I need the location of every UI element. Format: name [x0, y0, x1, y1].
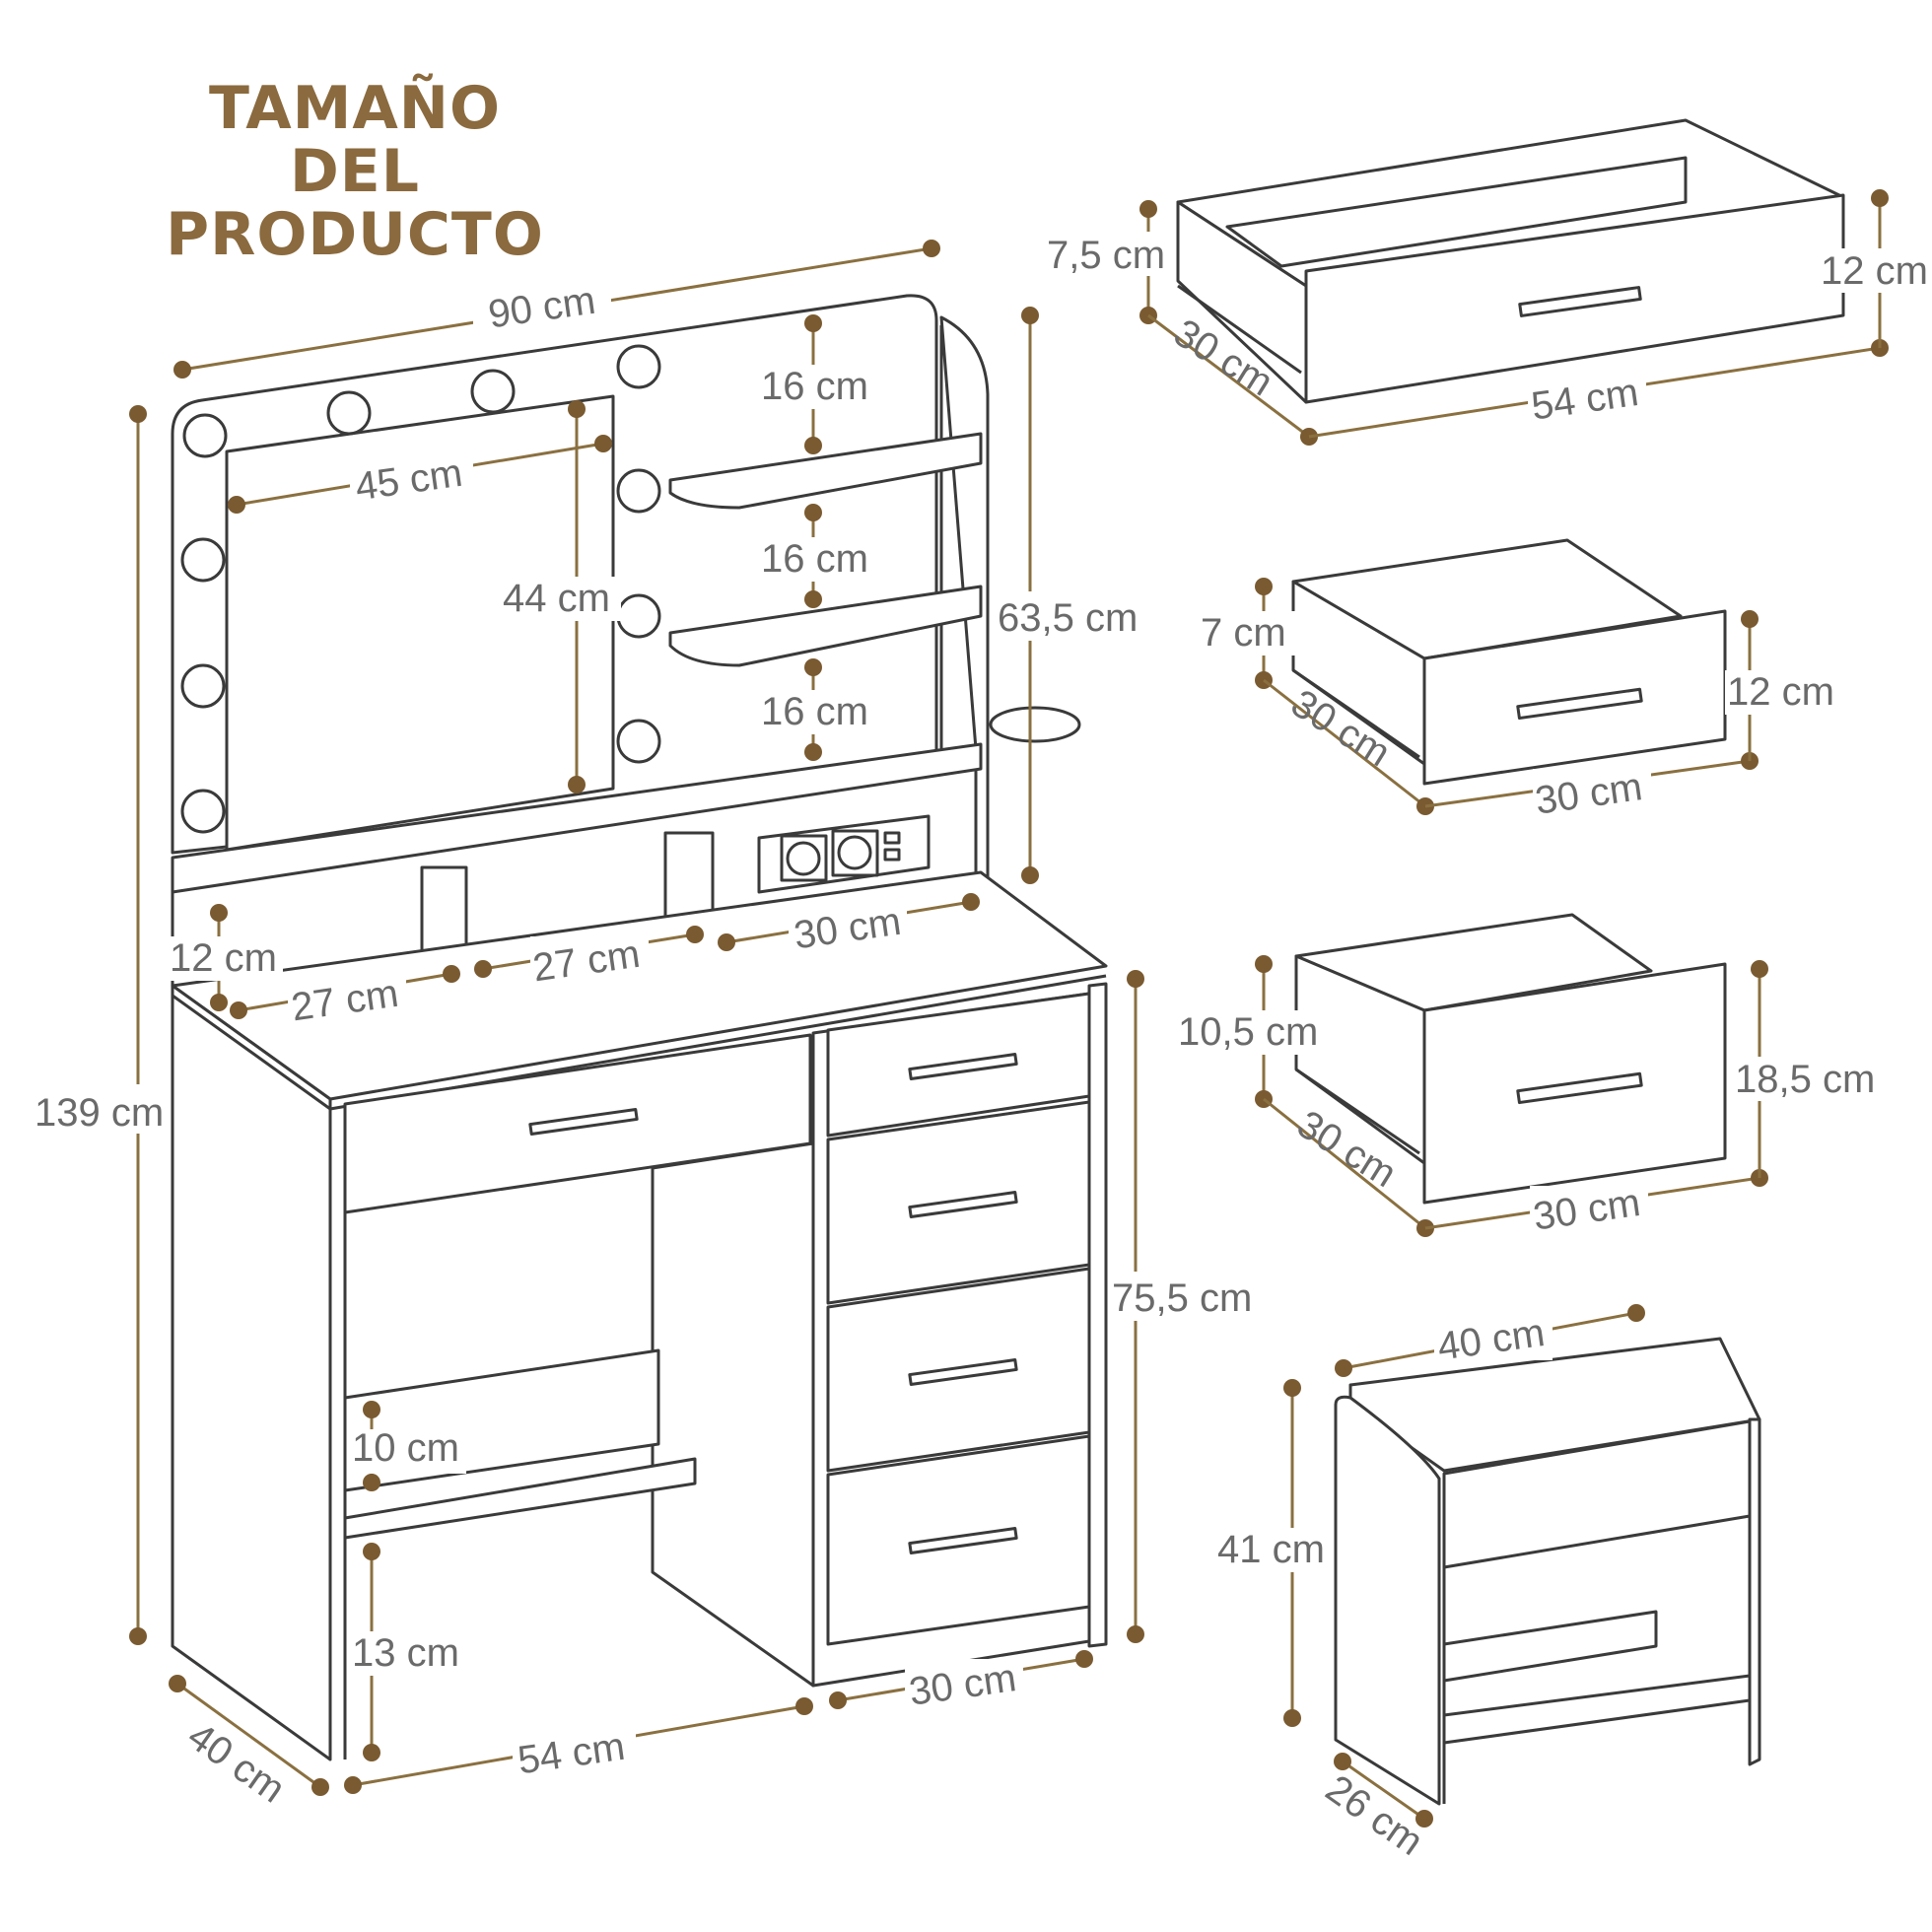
drawer-small-height-label: 12 cm: [1727, 670, 1834, 714]
shelf-gap-2-label: 16 cm: [761, 537, 868, 581]
vanity-depth-label: 40 cm: [179, 1714, 292, 1812]
usb-port-icon: [883, 831, 901, 845]
leg-clearance-label: 13 cm: [352, 1631, 459, 1675]
vanity-top-height-label: 63,5 cm: [998, 596, 1138, 640]
bulb-icon: [180, 537, 226, 583]
drawer-handle: [528, 1108, 639, 1136]
mirror-height-label: 44 cm: [503, 577, 610, 620]
page-title: TAMAÑO DEL PRODUCTO: [148, 77, 562, 266]
drawer-rail: [1295, 1068, 1420, 1155]
drawer-small-inner-height-label: 7 cm: [1201, 611, 1286, 655]
stool-illustration: [1334, 1337, 1761, 1806]
shelf-height-label: 10 cm: [352, 1426, 459, 1470]
bulb-icon: [616, 468, 661, 514]
stool-side-left: [1334, 1395, 1441, 1806]
desk-left-side: [171, 994, 332, 1761]
drawer-deep-height-label: 18,5 cm: [1735, 1058, 1875, 1101]
drawer-small-illustration: [1291, 538, 1727, 786]
bulb-icon: [616, 344, 661, 389]
vanity-total-height-label: 139 cm: [34, 1091, 164, 1135]
stool-shelf: [1442, 1610, 1658, 1683]
drawer-handle: [908, 1527, 1018, 1554]
cubby-height-label: 12 cm: [170, 936, 277, 980]
bulb-icon: [182, 413, 228, 458]
vanity-shelf-2: [668, 585, 983, 667]
drawer-handle: [908, 1358, 1018, 1386]
usb-port-icon: [883, 848, 901, 862]
vanity-illustration: [171, 294, 1108, 1761]
vanity-light-bulbs: [180, 344, 661, 834]
drawer-inner: [1225, 156, 1688, 268]
drawer-handle: [1516, 687, 1643, 721]
title-line-2: PRODUCTO: [166, 200, 544, 269]
drawer-large-illustration: [1176, 118, 1845, 404]
desk-height-label: 75,5 cm: [1112, 1276, 1252, 1320]
drawer-handle: [1518, 286, 1642, 317]
bulb-icon: [616, 719, 661, 764]
bulb-icon: [470, 369, 516, 414]
bulb-icon: [326, 390, 372, 436]
drawer-rail: [1177, 284, 1302, 375]
drawer-rail: [1292, 668, 1420, 759]
stool-bottom-shelf: [1442, 1674, 1752, 1745]
desk-right-side: [1087, 982, 1108, 1648]
title-line-1: TAMAÑO DEL: [208, 74, 502, 206]
drawer-handle: [1516, 1071, 1643, 1105]
shelf-gap-1-label: 16 cm: [761, 365, 868, 408]
drawer-deep-inner-height-label: 10,5 cm: [1178, 1010, 1318, 1054]
vanity-shelf-1: [668, 432, 983, 510]
drawer-handle: [908, 1053, 1018, 1080]
shelf-gap-3-label: 16 cm: [761, 690, 868, 733]
bulb-icon: [180, 663, 226, 709]
knee-inner-panel: [651, 1141, 815, 1688]
drawer-handle: [908, 1191, 1018, 1218]
hair-dryer-holder: [989, 706, 1081, 743]
stool-right-leg: [1748, 1417, 1761, 1766]
socket-icon: [786, 841, 821, 876]
socket-icon: [837, 835, 872, 870]
drawer-large-height-label: 12 cm: [1821, 249, 1928, 293]
bulb-icon: [180, 789, 226, 834]
stool-height-label: 41 cm: [1217, 1528, 1325, 1571]
bulb-icon: [616, 593, 661, 639]
drawer-large-inner-height-label: 7,5 cm: [1047, 234, 1165, 277]
vanity-cubby-shelf: [171, 742, 983, 894]
vanity-mirror: [225, 394, 615, 852]
